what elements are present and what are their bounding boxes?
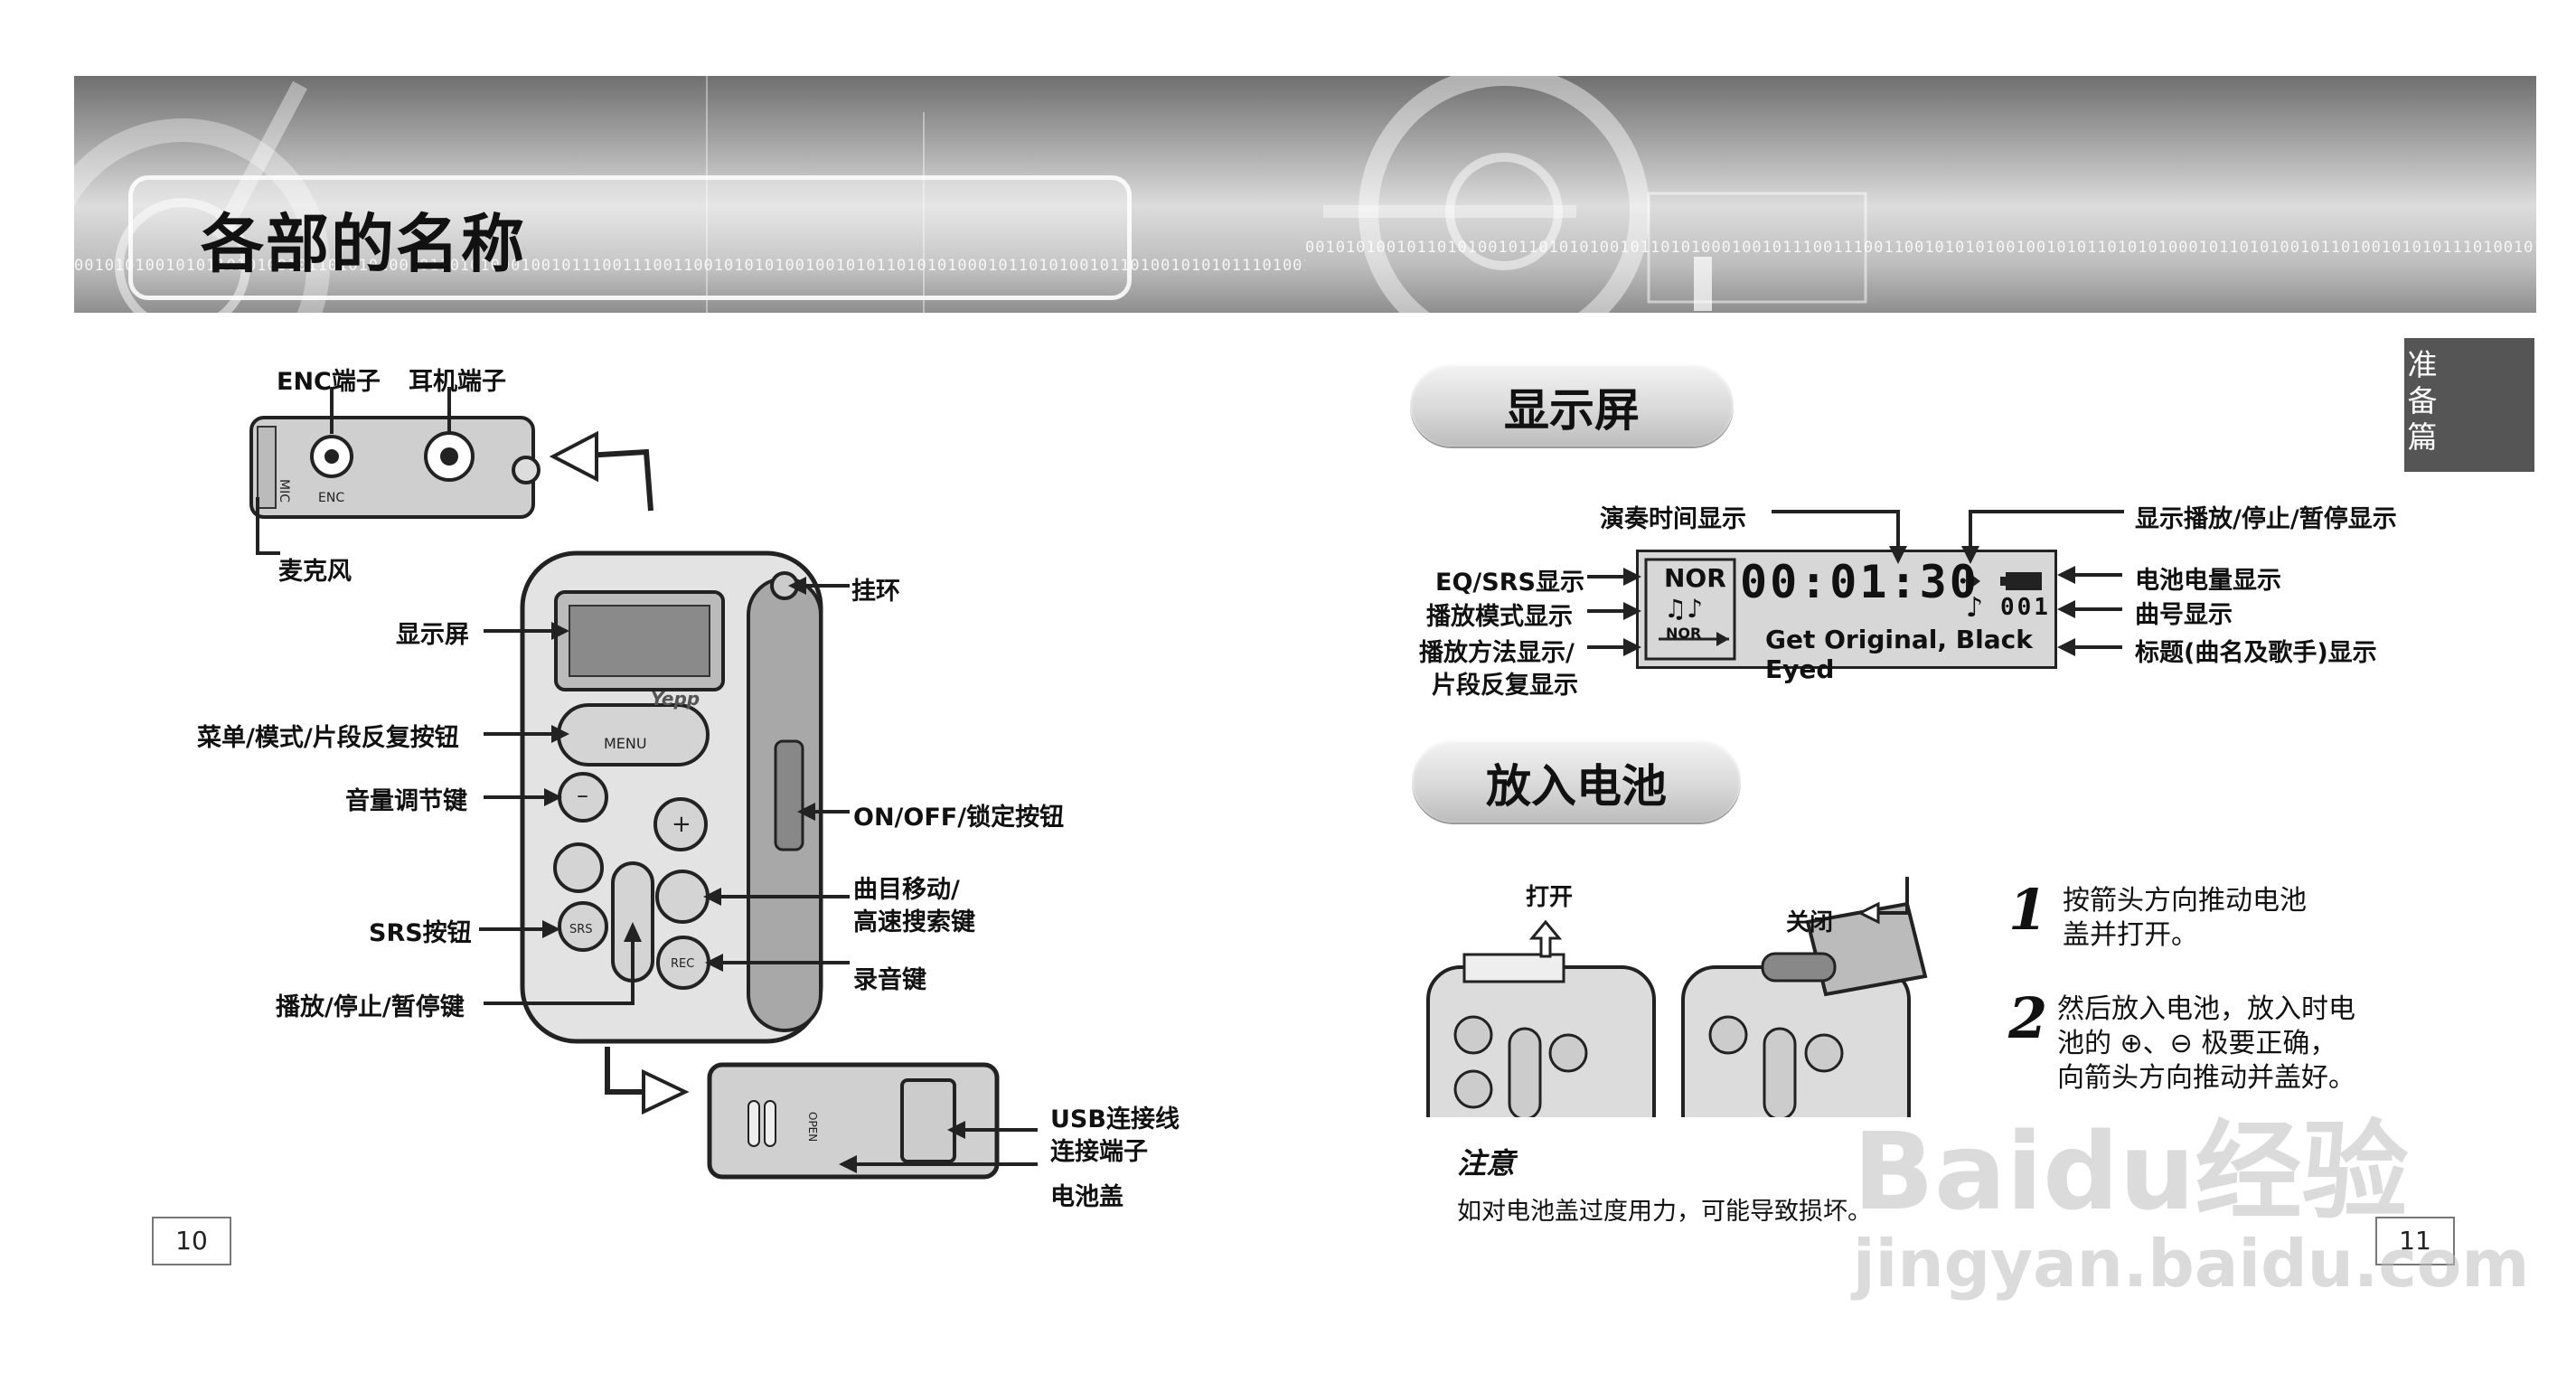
label-open: 打开: [1526, 879, 1573, 912]
label-srs-button: SRS按钮: [369, 913, 472, 948]
page-title: 各部的名称: [201, 193, 526, 285]
step-2-text: 然后放入电池，放入时电 池的 ⊕、⊖ 极要正确， 向箭头方向推动并盖好。: [2057, 992, 2355, 1096]
step-2-line: 然后放入电池，放入时电: [2057, 992, 2355, 1027]
label-on-off-lock: ON/OFF/锁定按钮: [853, 797, 1064, 832]
section-battery-title: 放入电池: [1412, 750, 1741, 815]
svg-text:OPEN: OPEN: [806, 1112, 819, 1142]
chapter-tab-char: 准: [2404, 347, 2440, 383]
step-1-line: 按箭头方向推动电池: [2063, 884, 2307, 918]
mic-text: MIC: [277, 479, 291, 503]
label-play-method: 播放方法显示/: [1419, 633, 1575, 668]
label-volume-key: 音量调节键: [345, 781, 467, 816]
step-2-line: 池的 ⊕、⊖ 极要正确，: [2057, 1027, 2355, 1061]
watermark-brand: Baidu经验: [1853, 1085, 2409, 1239]
label-title-display: 标题(曲名及歌手)显示: [2135, 633, 2377, 668]
watermark-url: jingyan.baidu.com: [1853, 1226, 2529, 1302]
section-battery: 放入电池: [1412, 739, 1741, 823]
chapter-tab: 准 备 篇: [2404, 338, 2534, 472]
chapter-tab-char: 篇: [2404, 419, 2440, 456]
battery-illustrations: [1419, 868, 1943, 1121]
binary-strip: 0010101001011010100101101010100101101010…: [1305, 239, 2536, 262]
section-display-title: 显示屏: [1410, 374, 1734, 439]
label-fast-search: 高速搜索键: [853, 902, 975, 937]
banner-decoration: [1305, 76, 2536, 313]
section-display: 显示屏: [1410, 363, 1734, 447]
label-close: 关闭: [1786, 904, 1833, 937]
label-enc-port: ENC端子: [277, 362, 381, 397]
player-top-view: [251, 418, 533, 517]
label-battery-level: 电池电量显示: [2135, 560, 2281, 596]
left-banner: 0010101001010110101001011010101001011010…: [74, 76, 1305, 313]
label-menu-button: 菜单/模式/片段反复按钮: [197, 718, 459, 753]
label-earphone-port: 耳机端子: [409, 362, 506, 397]
hold-switch: [776, 741, 803, 850]
step-1-text: 按箭头方向推动电池 盖并打开。: [2063, 884, 2307, 953]
label-play-mode: 播放模式显示: [1426, 597, 1573, 632]
svg-text:Yepp: Yepp: [651, 688, 700, 710]
page-number-left: 10: [152, 1217, 231, 1265]
step-2-number: 2: [2008, 985, 2047, 1051]
svg-text:REC: REC: [671, 957, 694, 971]
label-play-time: 演奏时间显示: [1600, 499, 1746, 534]
label-usb-port: 连接端子: [1050, 1132, 1148, 1167]
svg-text:+: +: [672, 811, 691, 838]
caution-title: 注意: [1457, 1141, 1515, 1182]
svg-text:–: –: [577, 782, 588, 809]
caution-text: 如对电池盖过度用力，可能导致损坏。: [1457, 1191, 1872, 1227]
label-usb-cable: USB连接线: [1050, 1099, 1180, 1134]
step-1-line: 盖并打开。: [2063, 918, 2307, 953]
svg-text:ENC: ENC: [318, 491, 344, 505]
label-section-repeat: 片段反复显示: [1432, 665, 1578, 701]
label-play-state: 显示播放/停止/暂停显示: [2135, 499, 2397, 534]
svg-text:SRS: SRS: [569, 923, 593, 936]
chapter-tab-char: 备: [2404, 383, 2440, 419]
label-play-pause-key: 播放/停止/暂停键: [276, 987, 465, 1022]
label-microphone: 麦克风: [278, 551, 352, 587]
step-1-number: 1: [2008, 877, 2047, 943]
label-track-number: 曲号显示: [2135, 595, 2233, 630]
label-strap-ring: 挂环: [851, 571, 900, 607]
label-eq-srs: EQ/SRS显示: [1435, 562, 1584, 597]
right-banner: 0010101001011010100101101010100101101010…: [1305, 76, 2536, 313]
svg-text:MENU: MENU: [604, 735, 647, 752]
label-battery-cover: 电池盖: [1050, 1177, 1123, 1212]
label-track-move: 曲目移动/: [853, 870, 960, 905]
label-display: 显示屏: [396, 615, 469, 650]
label-record-key: 录音键: [853, 960, 926, 995]
